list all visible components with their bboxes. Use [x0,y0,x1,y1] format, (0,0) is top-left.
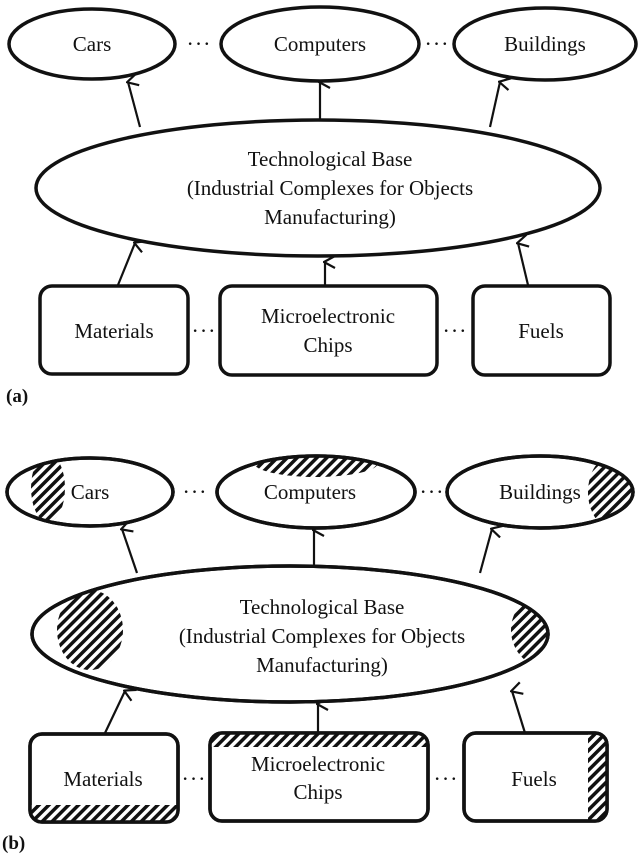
base-subtitle-line1: (Industrial Complexes for Objects [179,624,465,648]
computers-ellipse [219,5,421,83]
materials-box-outline [28,732,180,824]
buildings-hatched-region [588,456,633,528]
separator-dots: ··· [187,31,212,56]
fuels-box-outline [462,731,609,823]
base-subtitle-line1: (Industrial Complexes for Objects [187,176,473,200]
buildings-ellipse [452,6,638,82]
computers-label: Computers [274,32,366,56]
chips-label-line2: Chips [303,333,352,357]
chips-label-line2: Chips [293,780,342,804]
separator-dots: ··· [183,479,208,504]
materials-box [38,284,190,376]
fuels-box [471,284,612,377]
arrow-fuels-to-base [512,691,527,734]
chips-label-line1: Microelectronic [251,752,385,776]
panel-b: Cars Computers Buildings ··· ··· Technol… [2,454,635,854]
arrow-fuels-to-base [518,243,528,286]
cars-label: Cars [71,480,110,504]
fuels-label: Fuels [511,767,557,791]
technological-base-ellipse [34,118,602,258]
materials-label: Materials [63,767,142,791]
separator-dots: ··· [443,318,468,343]
chips-box-outline [208,731,430,823]
panel-a-label: (a) [6,386,28,407]
arrow-base-to-cars [128,82,142,128]
base-hatched-region-left [57,590,123,670]
base-title: Technological Base [240,595,405,619]
cars-ellipse-outline [5,456,175,528]
base-subtitle-line2: Manufacturing) [264,205,396,229]
panel-b-label: (b) [2,833,25,854]
buildings-ellipse-outline [445,454,635,530]
technological-base-outline [30,564,550,704]
buildings-label: Buildings [504,32,586,56]
arrow-materials-to-base [104,691,125,734]
separator-dots: ··· [182,766,207,791]
fuels-label: Fuels [518,319,564,343]
chips-box [218,284,439,377]
materials-label: Materials [74,319,153,343]
chips-hatched-region [210,733,428,747]
base-subtitle-line2: Manufacturing) [256,653,388,677]
computers-ellipse-outline [215,454,417,530]
buildings-label: Buildings [499,480,581,504]
arrow-base-to-cars [122,529,139,574]
panel-a: Cars Computers Buildings ··· ··· Technol… [6,5,638,407]
separator-dots: ··· [192,318,217,343]
separator-dots: ··· [420,479,445,504]
chips-label-line1: Microelectronic [261,304,395,328]
cars-hatched-region [31,458,65,522]
cars-ellipse [7,7,177,81]
arrow-materials-to-base [116,243,135,286]
computers-hatched-region [254,456,378,477]
cars-label: Cars [73,32,112,56]
separator-dots: ··· [425,31,450,56]
computers-label: Computers [264,480,356,504]
separator-dots: ··· [434,766,459,791]
arrow-base-to-buildings [488,82,500,128]
base-title: Technological Base [248,147,413,171]
materials-hatched-region [30,805,178,822]
fuels-hatched-region [588,733,607,821]
arrow-base-to-buildings [478,529,492,574]
